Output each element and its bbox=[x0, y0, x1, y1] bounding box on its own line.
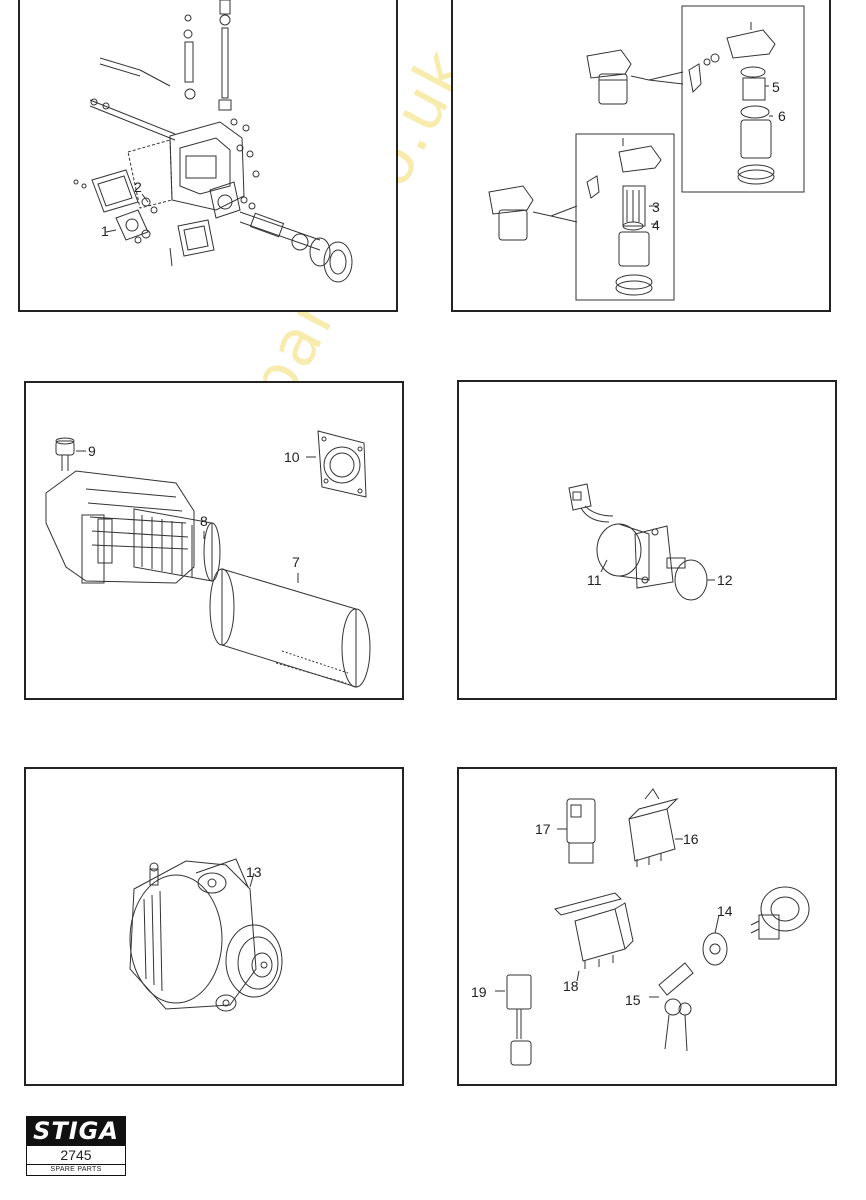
callout-6: 6 bbox=[778, 108, 786, 124]
callout-16: 16 bbox=[683, 831, 699, 847]
spare-parts-label: SPARE PARTS bbox=[26, 1164, 126, 1176]
callout-9: 9 bbox=[88, 443, 96, 459]
callout-18: 18 bbox=[563, 978, 579, 994]
callout-13: 13 bbox=[246, 864, 262, 880]
brand-logo-block: STIGA 2745 SPARE PARTS bbox=[26, 1116, 126, 1176]
callout-5: 5 bbox=[772, 79, 780, 95]
panel-solenoid: 11 12 bbox=[457, 380, 837, 700]
callout-1: 1 bbox=[101, 223, 109, 239]
callout-7: 7 bbox=[292, 554, 300, 570]
callout-8: 8 bbox=[200, 513, 208, 529]
panel-injection-pump: 1 2 bbox=[18, 0, 398, 312]
document-number: 2745 bbox=[26, 1146, 126, 1165]
electrical-drawing bbox=[495, 788, 810, 1066]
panel-alternator: 13 bbox=[24, 767, 404, 1086]
panel-electrical: 14 15 16 17 18 19 bbox=[457, 767, 837, 1086]
air-cleaner-drawing bbox=[45, 430, 371, 688]
fuel-filter-drawing bbox=[488, 5, 805, 301]
solenoid-drawing bbox=[568, 483, 715, 601]
callout-10: 10 bbox=[284, 449, 300, 465]
callout-17: 17 bbox=[535, 821, 551, 837]
panel-air-cleaner: 7 8 9 10 bbox=[24, 381, 404, 700]
stiga-logo: STIGA bbox=[26, 1116, 126, 1146]
callout-12: 12 bbox=[717, 572, 733, 588]
callout-14: 14 bbox=[717, 903, 733, 919]
panel-fuel-filter: 3 4 5 6 bbox=[451, 0, 831, 312]
alternator-drawing bbox=[129, 858, 283, 1012]
callout-19: 19 bbox=[471, 984, 487, 1000]
callout-2: 2 bbox=[134, 179, 142, 195]
callout-15: 15 bbox=[625, 992, 641, 1008]
callout-11: 11 bbox=[587, 572, 602, 588]
callout-4: 4 bbox=[652, 217, 660, 233]
callout-3: 3 bbox=[652, 199, 660, 215]
injection-pump-drawing bbox=[73, 0, 353, 283]
